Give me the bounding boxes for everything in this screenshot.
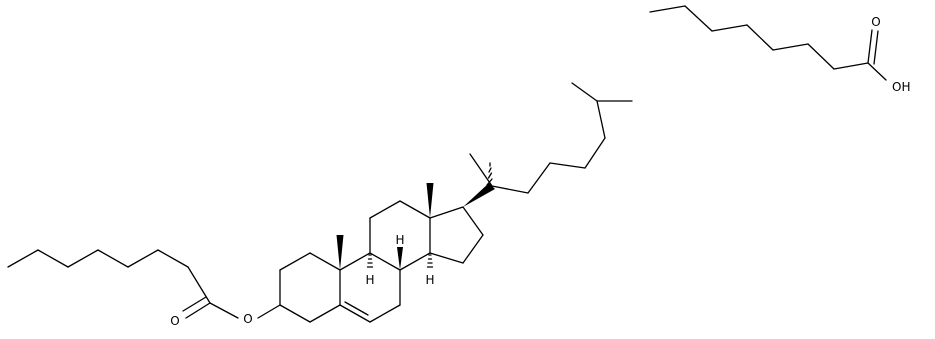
atom-labels-ester: O O H H H [169, 233, 435, 328]
bond [584, 137, 606, 169]
bond [711, 24, 748, 32]
bond [369, 200, 401, 219]
bond [571, 82, 598, 102]
bond [491, 185, 529, 194]
h9-label: H [365, 273, 374, 287]
octanoate-chain [7, 249, 281, 319]
bond [649, 5, 686, 13]
bond [462, 234, 484, 264]
acid-carbonyl-oxygen-label: O [871, 15, 880, 29]
carbonyl-double-bond [185, 302, 211, 319]
ring-d [429, 206, 484, 264]
bond [339, 304, 371, 323]
bond [462, 206, 484, 236]
bond [684, 5, 713, 32]
carbonyl-double-bond [867, 29, 873, 64]
h14-hash [426, 254, 434, 268]
h14-label: H [425, 273, 434, 287]
alkene-double-bond [344, 301, 369, 316]
h9-hash [366, 254, 374, 268]
bond [429, 206, 464, 219]
bond [469, 153, 493, 187]
ring-a [279, 252, 341, 323]
bond [867, 62, 887, 81]
h8-label: H [395, 233, 404, 247]
wedge-bond [426, 183, 434, 218]
side-chain [463, 82, 633, 207]
bond [772, 43, 809, 51]
bond [399, 252, 431, 271]
bond [97, 249, 129, 268]
bond [187, 266, 211, 304]
wedge-bond [336, 235, 344, 270]
bond [309, 252, 341, 271]
bond [127, 249, 159, 268]
ester-oxygen-label: O [243, 312, 252, 326]
bond [309, 304, 341, 323]
bond [7, 249, 39, 268]
bond [157, 249, 189, 268]
bond [429, 252, 464, 264]
bond [399, 200, 431, 219]
bond [339, 252, 371, 271]
bond [746, 24, 774, 51]
h8-wedge [397, 247, 403, 270]
wedge-bond [463, 183, 495, 207]
bond [596, 100, 606, 139]
bond [279, 252, 311, 271]
bond [37, 249, 69, 268]
bond [549, 162, 586, 169]
carbonyl-double-bond [873, 30, 879, 65]
ring-b [339, 252, 401, 323]
bond [369, 304, 401, 323]
bond [67, 249, 99, 268]
bond [527, 162, 551, 194]
carbonyl-oxygen-label: O [170, 314, 179, 328]
bond [369, 252, 401, 271]
angular-methyls [336, 183, 434, 270]
bond [257, 304, 281, 319]
ring-c [369, 200, 431, 271]
carbonyl-double-bond [182, 296, 207, 312]
hydroxyl-label: OH [892, 80, 910, 94]
bond [807, 43, 835, 70]
octanoic-acid: O OH [649, 5, 910, 94]
bond [209, 302, 239, 319]
bond [279, 304, 311, 323]
bond [833, 62, 869, 70]
